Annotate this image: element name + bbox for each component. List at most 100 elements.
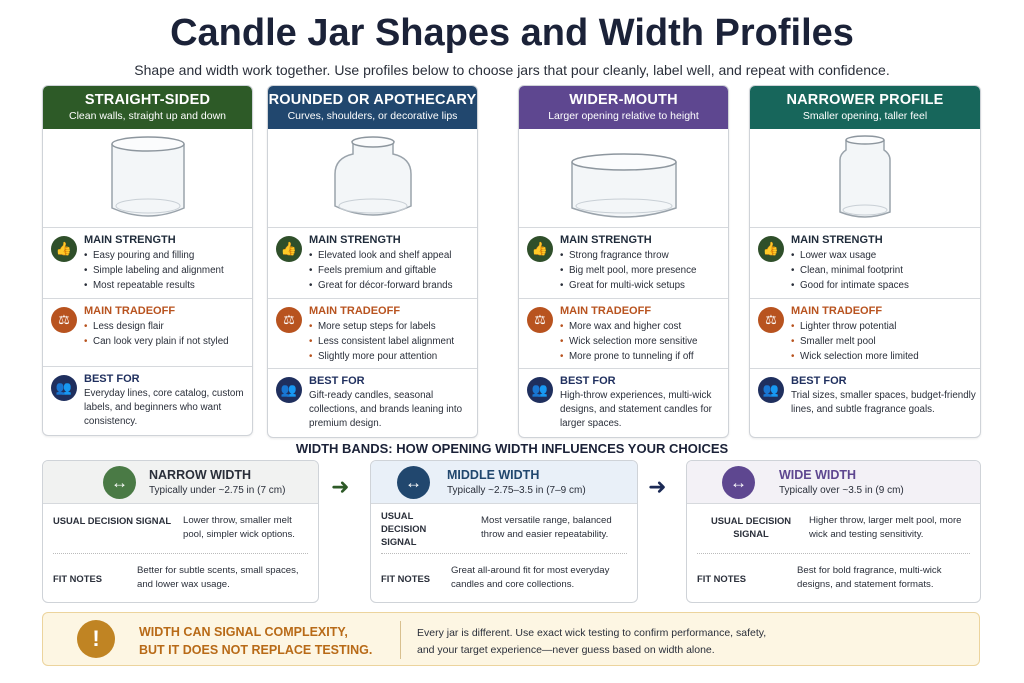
exclamation-icon: ! (77, 620, 115, 658)
thumbs-up-icon: 👍 (276, 236, 302, 262)
decision-signal-row: USUAL DECISION SIGNAL Higher throw, larg… (697, 504, 970, 554)
width-band-card: ↔ MIDDLE WIDTH Typically ~2.75–3.5 in (7… (370, 460, 638, 603)
band-range: Typically ~2.75–3.5 in (7–9 cm) (447, 485, 586, 496)
band-header: ↔ NARROW WIDTH Typically under ~2.75 in … (43, 461, 318, 504)
card-subtitle: Clean walls, straight up and down (68, 110, 226, 122)
scale-icon: ⚖ (51, 307, 77, 333)
strength-section: 👍 MAIN STRENGTH Strong fragrance throwBig… (519, 228, 728, 299)
row-label: USUAL DECISION SIGNAL (53, 515, 172, 526)
jar-card: ROUNDED OR APOTHECARY Curves, shoulders,… (267, 85, 478, 438)
section-title: MAIN TRADEOFF (84, 305, 176, 317)
row-label: FIT NOTES (53, 573, 102, 584)
row-label: FIT NOTES (381, 573, 430, 584)
card-header: STRAIGHT-SIDED Clean walls, straight up … (43, 86, 252, 129)
list-item: Most repeatable results (84, 278, 250, 293)
section-title: BEST FOR (560, 375, 616, 387)
jar-card: STRAIGHT-SIDED Clean walls, straight up … (42, 85, 253, 436)
section-title: BEST FOR (84, 373, 140, 385)
card-title: STRAIGHT-SIDED (84, 92, 211, 108)
list-item: Simple labeling and alignment (84, 263, 250, 278)
row-text: Most versatile range, balanced throw and… (481, 515, 612, 540)
list-item: Easy pouring and filling (84, 248, 250, 263)
tradeoff-section: ⚖ MAIN TRADEOFF Lighter throw potentialSm… (750, 299, 980, 369)
scale-icon: ⚖ (527, 307, 553, 333)
card-header: WIDER-MOUTH Larger opening relative to h… (519, 86, 728, 129)
band-header: ↔ WIDE WIDTH Typically over ~3.5 in (9 c… (687, 461, 980, 504)
card-subtitle: Smaller opening, taller feel (802, 110, 928, 122)
list-item: Clean, minimal footprint (791, 263, 978, 278)
scale-icon: ⚖ (276, 307, 302, 333)
note-heading: WIDTH CAN SIGNAL COMPLEXITY, BUT IT DOES… (139, 623, 372, 659)
list-item: Strong fragrance throw (560, 248, 726, 263)
bestfor-section: 👥 BEST FOR High-throw experiences, multi-… (519, 369, 728, 437)
note-text-line: Every jar is different. Use exact wick t… (417, 627, 767, 639)
note-heading-line: BUT IT DOES NOT REPLACE TESTING. (139, 643, 373, 657)
list-item: Lower wax usage (791, 248, 978, 263)
list-item: Smaller melt pool (791, 334, 978, 349)
list-item: More prone to tunneling if off (560, 349, 726, 364)
section-title: MAIN TRADEOFF (791, 305, 883, 317)
row-label: FIT NOTES (697, 573, 746, 584)
list-item: Less consistent label alignment (309, 334, 475, 349)
list-item: Wick selection more limited (791, 349, 978, 364)
card-subtitle: Curves, shoulders, or decorative lips (287, 110, 458, 122)
band-title: WIDE WIDTH (779, 468, 857, 482)
people-icon: 👥 (527, 377, 553, 403)
list-item: Great for décor-forward brands (309, 278, 475, 293)
row-text: Best for bold fragrance, multi-wick desi… (797, 565, 942, 590)
list-item: Feels premium and giftable (309, 263, 475, 278)
band-header: ↔ MIDDLE WIDTH Typically ~2.75–3.5 in (7… (371, 461, 637, 504)
double-arrow-icon: ↔ (103, 466, 136, 499)
list-item: Wick selection more sensitive (560, 334, 726, 349)
width-bands-title: WIDTH BANDS: HOW OPENING WIDTH INFLUENCE… (295, 441, 729, 456)
list-item: Lighter throw potential (791, 319, 978, 334)
fit-notes-row: FIT NOTES Great all-around fit for most … (381, 554, 627, 602)
people-icon: 👥 (51, 375, 77, 401)
jar-illustration (519, 129, 728, 228)
section-title: MAIN STRENGTH (560, 234, 652, 246)
list-item: Can look very plain if not styled (84, 334, 250, 349)
section-title: BEST FOR (309, 375, 365, 387)
jar-illustration (750, 129, 980, 228)
thumbs-up-icon: 👍 (51, 236, 77, 262)
thumbs-up-icon: 👍 (527, 236, 553, 262)
jar-illustration (43, 129, 252, 228)
card-subtitle: Larger opening relative to height (548, 110, 699, 122)
strength-section: 👍 MAIN STRENGTHLower wax usageClean, min… (750, 228, 980, 299)
list-item: Great for multi-wick setups (560, 278, 726, 293)
list-item: More setup steps for labels (309, 319, 475, 334)
strength-section: 👍 MAIN STRENGTHElevated look and shelf a… (268, 228, 477, 299)
section-title: BEST FOR (791, 375, 847, 387)
row-label: USUAL DECISION SIGNAL (381, 510, 427, 547)
strength-section: 👍 MAIN STRENGTH Easy pouring and fillingS… (43, 228, 252, 299)
width-band-card: ↔ WIDE WIDTH Typically over ~3.5 in (9 c… (686, 460, 981, 603)
row-text: Higher throw, larger melt pool, more wic… (809, 515, 962, 540)
warning-note: ! WIDTH CAN SIGNAL COMPLEXITY, BUT IT DO… (42, 612, 980, 666)
card-title: ROUNDED OR APOTHECARY (268, 92, 477, 108)
tradeoff-section: ⚖ MAIN TRADEOFFMore wax and higher costW… (519, 299, 728, 369)
section-title: MAIN STRENGTH (84, 234, 176, 246)
note-text: Every jar is different. Use exact wick t… (417, 625, 766, 659)
tradeoff-section: ⚖ MAIN TRADEOFF Less design flairCan look… (43, 299, 252, 367)
scale-icon: ⚖ (758, 307, 784, 333)
note-text-line: and your target experience—never guess b… (417, 644, 715, 656)
list-item: Good for intimate spaces (791, 278, 978, 293)
row-text: Lower throw, smaller melt pool, simpler … (183, 515, 295, 540)
band-title: MIDDLE WIDTH (447, 468, 540, 482)
bestfor-text: Gift-ready candles, seasonal collections… (309, 390, 463, 429)
note-heading-line: WIDTH CAN SIGNAL COMPLEXITY, (139, 625, 348, 639)
list-item: Big melt pool, more presence (560, 263, 726, 278)
card-title: NARROWER PROFILE (786, 92, 944, 108)
decision-signal-row: USUAL DECISION SIGNAL Lower throw, small… (53, 504, 308, 554)
width-band-card: ↔ NARROW WIDTH Typically under ~2.75 in … (42, 460, 319, 603)
jar-card: WIDER-MOUTH Larger opening relative to h… (518, 85, 729, 438)
list-item: Less design flair (84, 319, 250, 334)
section-title: MAIN STRENGTH (791, 234, 883, 246)
card-header: ROUNDED OR APOTHECARY Curves, shoulders,… (268, 86, 477, 129)
bestfor-text: High-throw experiences, multi-wick desig… (560, 390, 712, 429)
card-title: WIDER-MOUTH (569, 92, 678, 108)
tradeoff-section: ⚖ MAIN TRADEOFFMore setup steps for labe… (268, 299, 477, 369)
